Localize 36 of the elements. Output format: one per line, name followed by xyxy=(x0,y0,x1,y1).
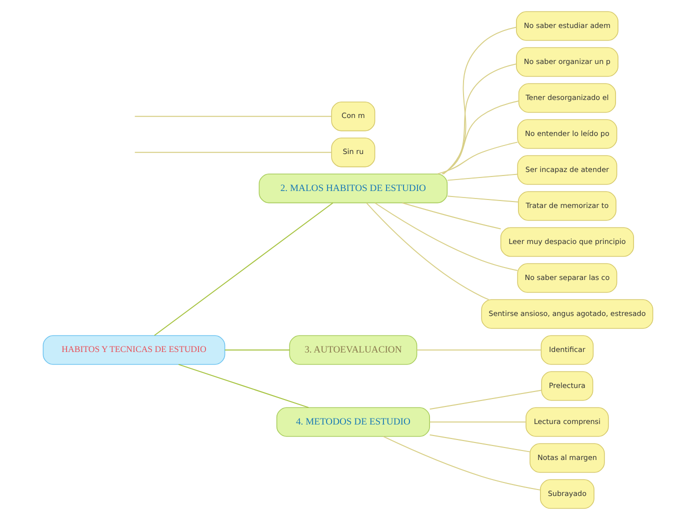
connector xyxy=(382,436,541,490)
node-box: Sin ru xyxy=(331,138,376,168)
node-box: 2. MALOS HABITOS DE ESTUDIO xyxy=(258,174,448,204)
node-box: No entender lo leído po xyxy=(517,119,618,149)
connector xyxy=(134,116,332,117)
connector xyxy=(442,64,517,174)
node-box: 3. AUTOEVALUACION xyxy=(289,335,418,365)
node-box: No saber separar las co xyxy=(517,263,618,293)
node-box: Subrayado xyxy=(540,479,594,509)
connector xyxy=(442,26,517,174)
connector xyxy=(366,202,490,300)
connector xyxy=(178,364,310,408)
node-box: HABITOS Y TECNICAS DE ESTUDIO xyxy=(42,335,226,365)
connector xyxy=(374,202,518,271)
node-box: Con m xyxy=(331,102,376,132)
node-box: No saber estudiar adem xyxy=(516,11,618,41)
connector xyxy=(436,142,518,174)
node-box: Tener desorganizado el xyxy=(518,83,616,113)
connector xyxy=(442,100,520,174)
connector xyxy=(447,174,518,181)
node-box: Prelectura xyxy=(541,371,594,401)
connector xyxy=(134,152,332,153)
connector xyxy=(402,202,502,230)
node-box: Tratar de memorizar to xyxy=(518,191,616,221)
node-box: 4. METODOS DE ESTUDIO xyxy=(276,407,430,437)
node-box: No saber organizar un p xyxy=(516,47,618,77)
node-box: Notas al margen xyxy=(530,443,605,473)
node-box: Ser incapaz de atender xyxy=(517,155,618,185)
node-box: Lectura comprensi xyxy=(526,407,609,437)
node-box: Identificar xyxy=(540,335,594,365)
connector xyxy=(154,202,334,336)
connector xyxy=(429,434,530,452)
node-box: Sentirse ansioso, angus agotado, estresado xyxy=(481,299,654,329)
connector xyxy=(429,390,542,410)
node-box: Leer muy despacio que principio xyxy=(500,227,634,257)
connector xyxy=(447,196,519,202)
